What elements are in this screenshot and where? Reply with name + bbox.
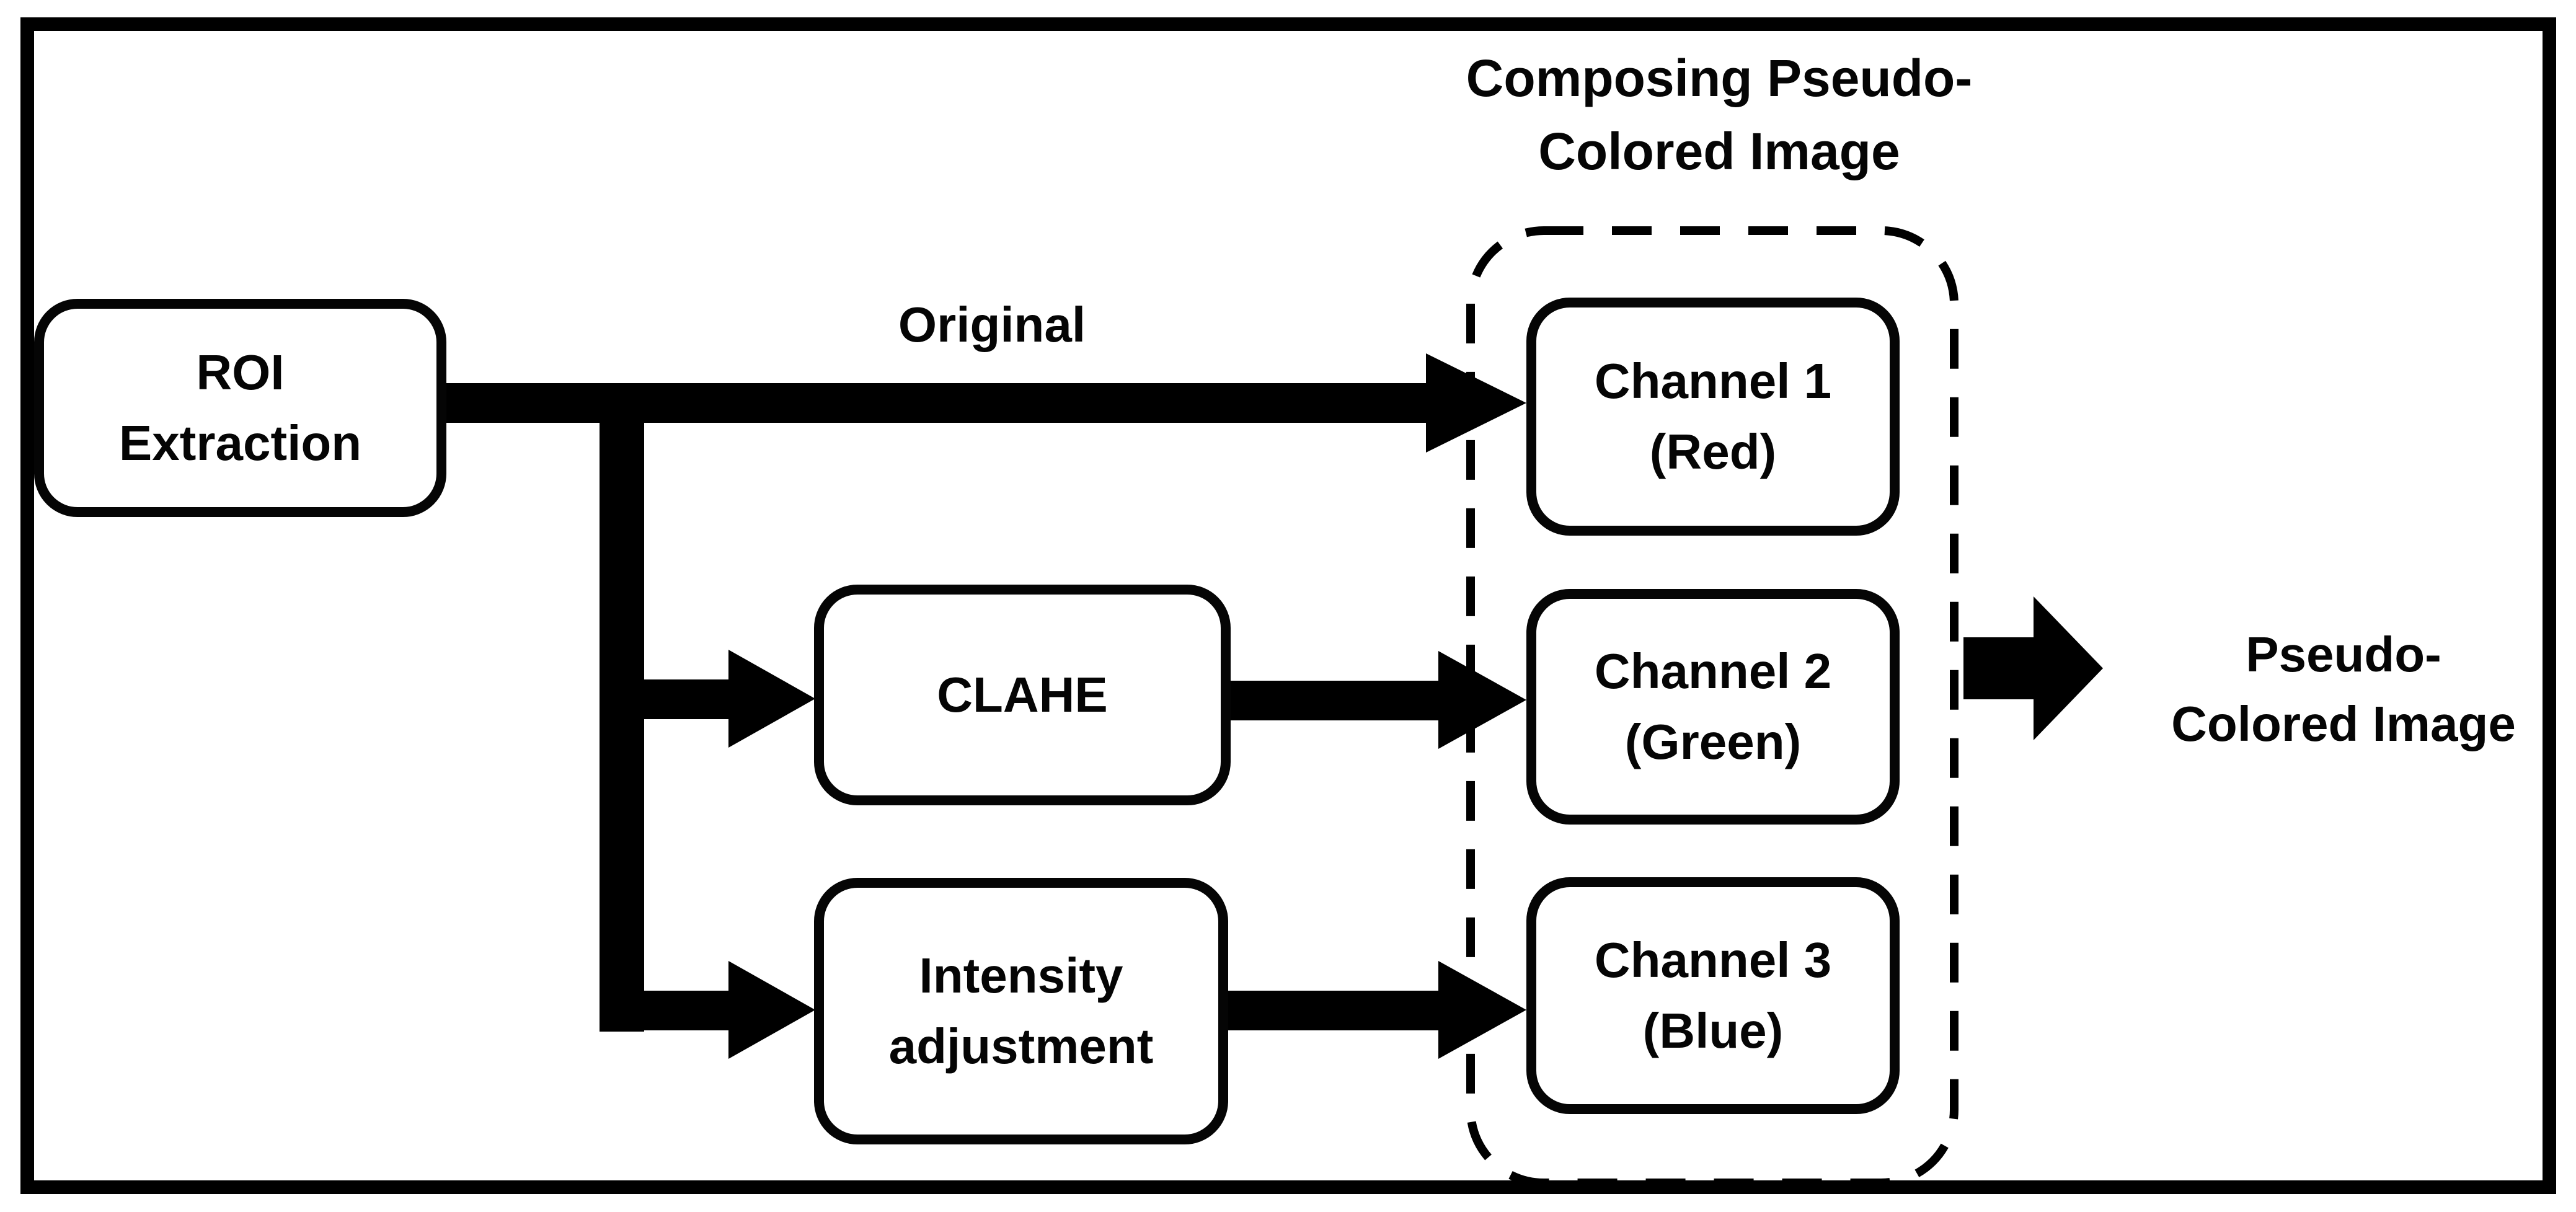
node-roi-extraction-line1: ROI xyxy=(196,345,285,400)
node-channel3-line2: (Blue) xyxy=(1642,1003,1784,1058)
arrow-stem-to-intensity xyxy=(644,961,815,1059)
arrow-roi-to-channel1 xyxy=(446,353,1526,453)
node-channel2-green: Channel 2 (Green) xyxy=(1526,589,1900,825)
node-roi-extraction-line2: Extraction xyxy=(118,415,362,471)
node-channel1-red: Channel 1 (Red) xyxy=(1526,298,1900,536)
composing-group-title: Composing Pseudo- Colored Image xyxy=(1347,42,2091,188)
node-roi-extraction: ROI Extraction xyxy=(34,299,446,517)
node-channel2-line2: (Green) xyxy=(1624,714,1802,769)
composing-group-title-line1: Composing Pseudo- xyxy=(1466,49,1973,107)
node-intensity-adjustment-line1: Intensity xyxy=(919,948,1123,1004)
output-pseudo-colored-label: Pseudo- Colored Image xyxy=(2120,620,2567,759)
node-channel1-line2: (Red) xyxy=(1649,424,1777,479)
node-channel3-line1: Channel 3 xyxy=(1594,932,1832,988)
diagram-outer-border xyxy=(20,17,2556,1194)
arrow-stem-to-clahe xyxy=(644,650,815,748)
output-label-line1: Pseudo- xyxy=(2246,627,2441,682)
composing-group-dashed-box xyxy=(1466,226,1959,1187)
node-channel3-blue: Channel 3 (Blue) xyxy=(1526,877,1900,1114)
original-edge-label: Original xyxy=(898,297,1086,352)
node-channel1-line1: Channel 1 xyxy=(1594,353,1832,409)
output-label-line2: Colored Image xyxy=(2171,696,2516,751)
node-channel2-line1: Channel 2 xyxy=(1594,644,1832,699)
arrow-intensity-to-channel3 xyxy=(1227,961,1526,1059)
arrow-clahe-to-channel2 xyxy=(1229,651,1526,749)
node-clahe: CLAHE xyxy=(814,585,1231,805)
node-intensity-adjustment: Intensity adjustment xyxy=(814,878,1228,1144)
arrow-group-to-output xyxy=(1963,596,2103,740)
node-clahe-line1: CLAHE xyxy=(937,667,1108,723)
branch-stem-line xyxy=(600,383,644,1032)
node-intensity-adjustment-line2: adjustment xyxy=(888,1019,1154,1074)
composing-group-title-line2: Colored Image xyxy=(1538,122,1900,180)
